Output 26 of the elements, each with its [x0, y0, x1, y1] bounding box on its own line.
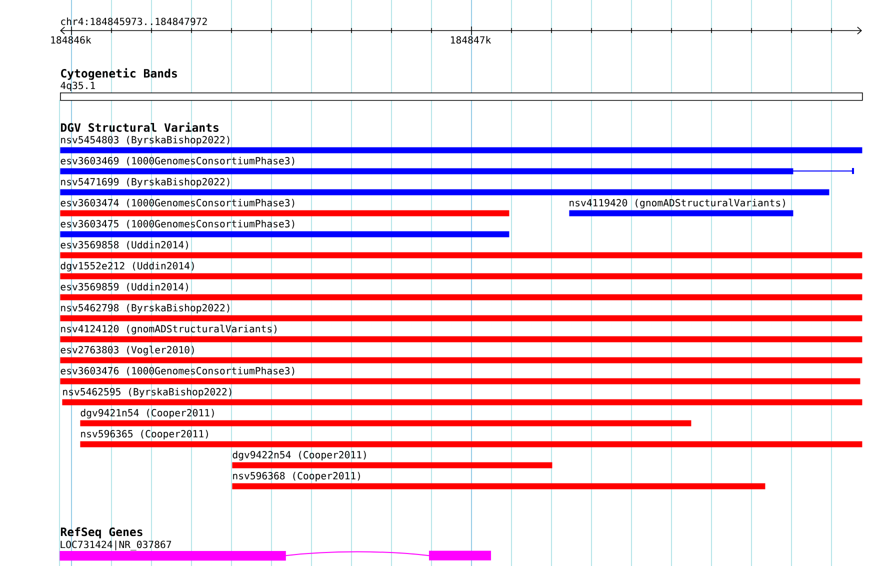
- track-item-label: esv3603475 (1000GenomesConsortiumPhase3): [60, 220, 294, 229]
- tick-label: 184847k: [451, 36, 491, 44]
- track-item-label: esv3569858 (Uddin2014): [60, 240, 188, 250]
- track-item-label: nsv5462595 (ByrskaBishop2022): [63, 388, 232, 398]
- track-item-label: nsv5462798 (ByrskaBishop2022): [61, 304, 230, 314]
- track-item-label: nsv5471699 (ByrskaBishop2022): [61, 178, 230, 188]
- track-item-label: nsv4124120 (gnomADStructuralVariants): [61, 324, 276, 334]
- track-title: Cytogenetic Bands: [61, 68, 177, 80]
- tick-label: 184846k: [51, 36, 92, 44]
- track-item-label: esv3603476 (1000GenomesConsortiumPhase3): [60, 366, 294, 376]
- track-item-label: dgv9421n54 (Cooper2011): [80, 408, 214, 418]
- track-item-label: nsv596365 (Cooper2011): [81, 430, 208, 440]
- track-item-label: esv3603474 (1000GenomesConsortiumPhase3): [60, 198, 294, 208]
- track-item-label: dgv9422n54 (Cooper2011): [232, 450, 366, 460]
- track-title: RefSeq Genes: [60, 527, 142, 538]
- track-item-label: 4q35.1: [60, 82, 95, 92]
- region-label: chr4:184845973..184847972: [61, 18, 207, 26]
- track-item-label: esv3603469 (1000GenomesConsortiumPhase3): [60, 156, 294, 166]
- track-item-label: esv2763803 (Vogler2010): [60, 346, 194, 356]
- track-item-label: nsv5454803 (ByrskaBishop2022): [61, 136, 230, 146]
- track-title: DGV Structural Variants: [60, 122, 218, 132]
- track-item-label: esv3569859 (Uddin2014): [60, 282, 188, 292]
- track-item-label: dgv1552e212 (Uddin2014): [60, 262, 194, 272]
- track-item-label: nsv4119420 (gnomADStructuralVariants): [570, 198, 785, 208]
- track-item-label: LOC731424|NR_037867: [60, 540, 172, 550]
- track-item-label: nsv596368 (Cooper2011): [233, 472, 360, 482]
